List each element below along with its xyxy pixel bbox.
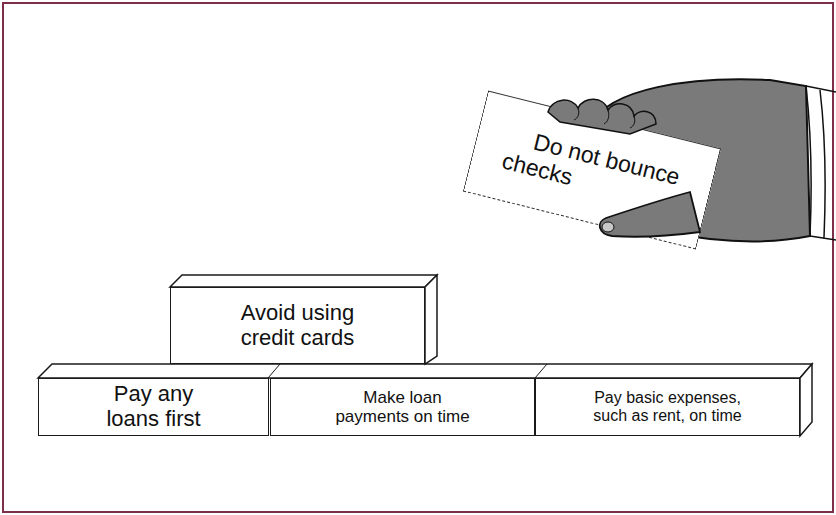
base-block: Make loan payments on time — [270, 378, 535, 436]
hand-fingers — [548, 99, 656, 134]
block-text: Pay any loans first — [89, 382, 219, 431]
block-text: Do not bounce checks — [499, 123, 686, 217]
frame-border — [3, 3, 833, 512]
block-top-face — [38, 364, 812, 378]
block-text: Pay basic expenses, such as rent, on tim… — [584, 389, 752, 425]
thumbnail — [602, 222, 614, 232]
rule-card: Do not bounce checks — [463, 91, 721, 250]
block-text: Make loan payments on time — [328, 388, 478, 426]
block-seam — [268, 364, 280, 378]
block-text: Avoid using credit cards — [223, 301, 373, 350]
base-block: Pay any loans first — [38, 378, 269, 436]
base-block: Pay basic expenses, such as rent, on tim… — [535, 378, 800, 436]
block-seam — [535, 364, 547, 378]
shirt-cuff — [806, 86, 836, 240]
upper-block: Avoid using credit cards — [170, 287, 425, 364]
hand-thumb — [600, 192, 700, 237]
block-side-face — [425, 275, 437, 364]
block-top-face — [170, 275, 437, 287]
block-side-face — [800, 364, 812, 436]
finger-creases — [574, 108, 635, 128]
